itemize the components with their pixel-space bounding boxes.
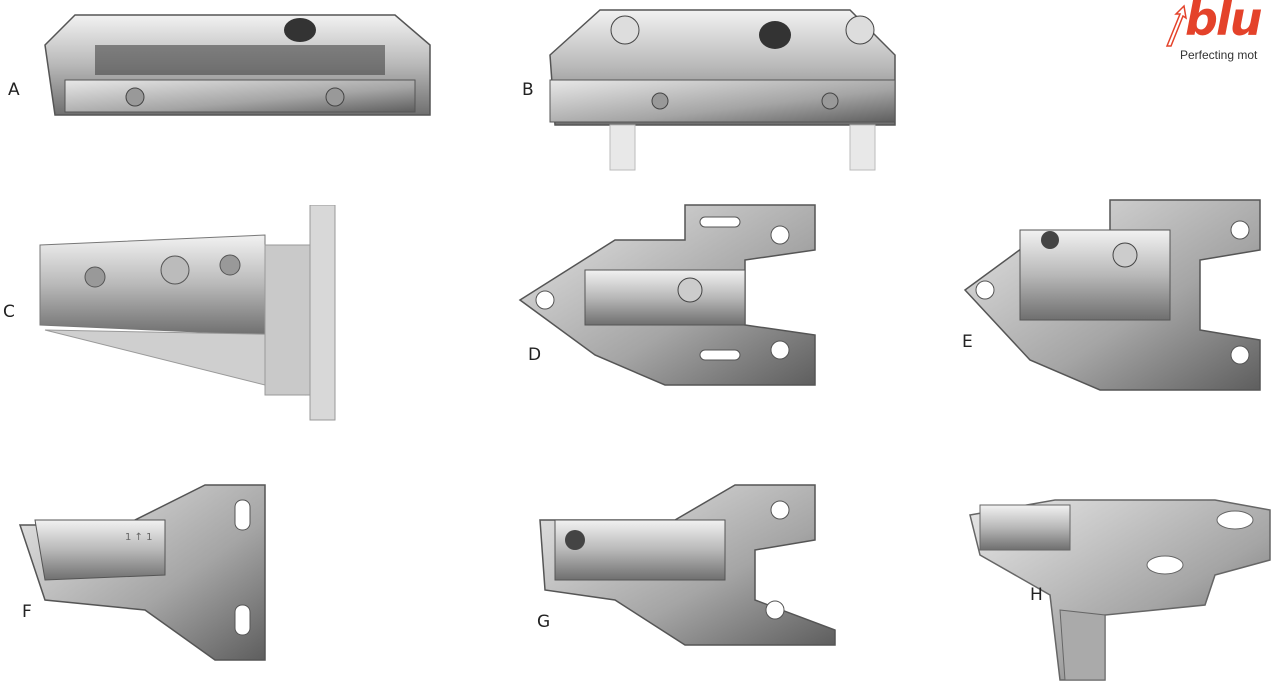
- mounting-plate-g: [539, 484, 836, 646]
- arrow-icon: [1165, 4, 1188, 47]
- label-f: F: [22, 602, 32, 622]
- brand-tagline: Perfecting mot: [1180, 48, 1258, 62]
- mounting-plate-c: [39, 205, 336, 421]
- brand-wordmark: blu: [1185, 0, 1262, 46]
- mounting-plate-h: [969, 499, 1271, 681]
- label-e: E: [962, 332, 973, 352]
- label-g: G: [537, 612, 551, 632]
- label-b: B: [522, 80, 534, 100]
- mounting-plate-f: 1 ↑ 1: [18, 484, 266, 661]
- mounting-plate-a: [44, 14, 431, 116]
- mounting-plate-d: [518, 204, 816, 386]
- svg-text:1 ↑ 1: 1 ↑ 1: [125, 532, 152, 543]
- label-a: A: [8, 80, 20, 100]
- brand-logo: [1160, 0, 1279, 68]
- label-c: C: [3, 302, 15, 322]
- label-d: D: [528, 345, 542, 365]
- mounting-plate-b: [549, 9, 896, 171]
- mounting-plate-e: [963, 199, 1261, 391]
- label-h: H: [1030, 585, 1043, 605]
